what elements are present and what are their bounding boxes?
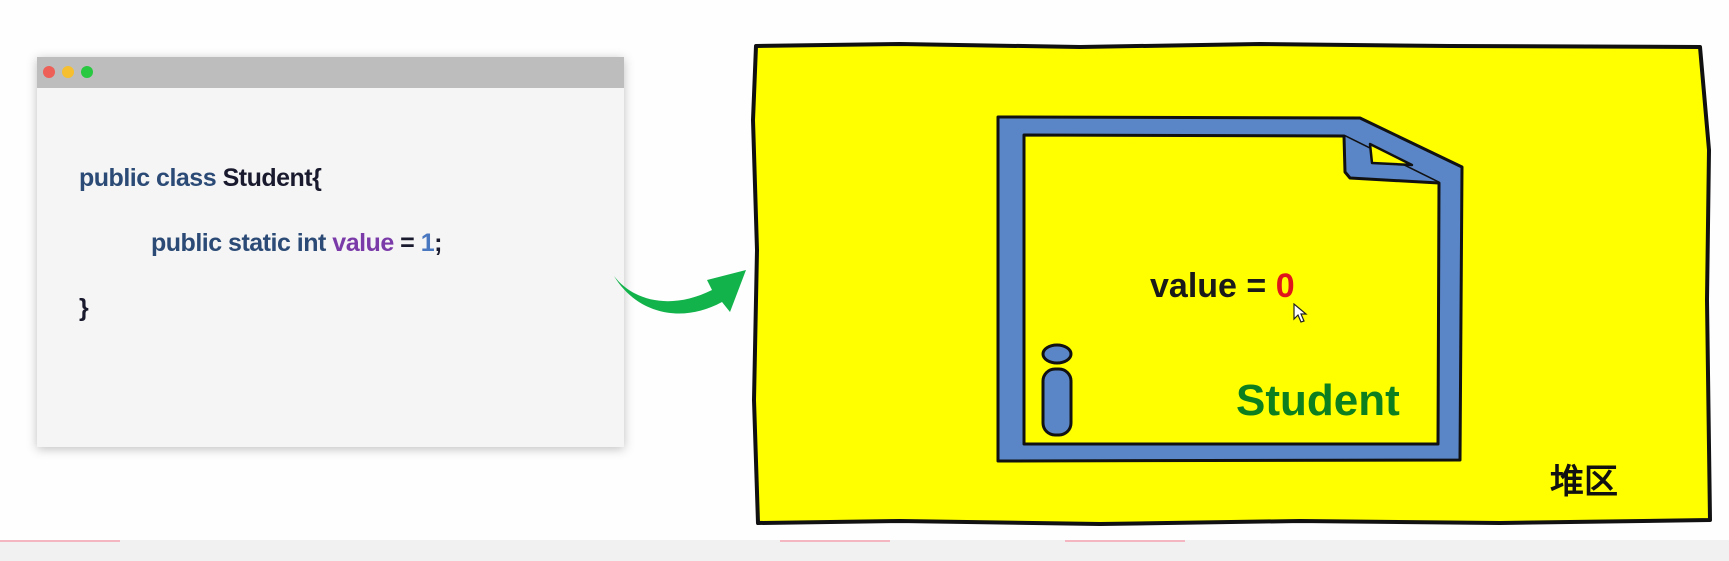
value-number: 0 — [1275, 267, 1295, 305]
code-line-class-declaration: public class Student{ — [79, 164, 322, 193]
instance-i-stem — [1041, 367, 1073, 437]
code-class-name: Student{ — [222, 164, 322, 192]
bottom-highlight — [0, 540, 120, 542]
bottom-strip — [0, 540, 1729, 561]
bottom-highlight — [780, 540, 890, 542]
code-line-field-declaration: public static int value = 1; — [151, 229, 442, 258]
object-label: Student — [1236, 376, 1400, 425]
code-number: 1 — [420, 229, 435, 257]
bottom-highlight — [1065, 540, 1185, 542]
arrow-icon — [614, 270, 746, 314]
maximize-dot-icon — [81, 66, 93, 78]
code-window: public class Student{ public static int … — [37, 57, 624, 447]
code-semicolon: ; — [434, 229, 442, 257]
code-variable: value — [332, 229, 394, 257]
code-line-closing-brace: } — [79, 294, 89, 322]
cursor-icon — [1293, 303, 1308, 323]
value-assignment: value = 0 — [1150, 267, 1295, 306]
document-inner — [1022, 133, 1441, 446]
minimize-dot-icon — [62, 66, 74, 78]
code-keyword: public class — [79, 164, 223, 192]
value-label: value = — [1150, 267, 1276, 305]
heap-area-label: 堆区 — [1550, 462, 1618, 502]
close-dot-icon — [43, 66, 55, 78]
instance-i-dot — [1041, 343, 1073, 365]
code-operator: = — [393, 229, 421, 257]
code-keyword: public static int — [151, 229, 333, 257]
window-titlebar — [37, 57, 624, 88]
